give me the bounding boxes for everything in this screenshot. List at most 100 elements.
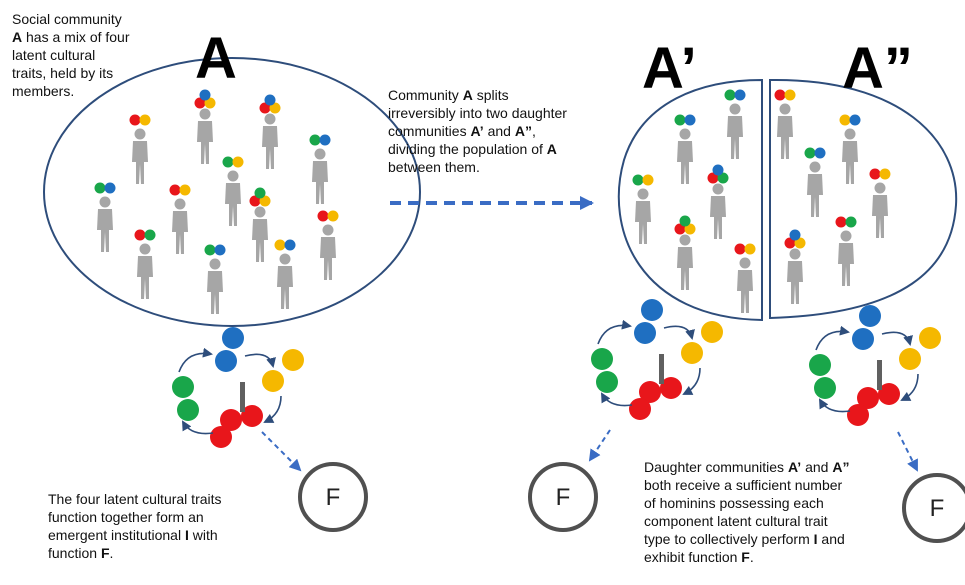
institution-a-prime-blue-node <box>634 322 656 344</box>
hominin-figure-8 <box>137 243 153 299</box>
hominin-figure-5 <box>97 196 113 252</box>
split-line-0: Community A splits <box>388 87 509 103</box>
text-left-caption: The four latent cultural traits function… <box>48 490 222 562</box>
right-line-2: of hominins possessing each <box>644 495 824 511</box>
institution-a-cycle-arrow-1 <box>244 353 276 368</box>
hominin-figure-13 <box>727 103 743 159</box>
left-line-1: function together form an <box>48 509 204 525</box>
institution-a-prime-red-node <box>629 398 651 420</box>
trait-dots-18-yellow <box>784 89 796 101</box>
hominin-figure-12 <box>677 128 693 184</box>
institution-a-cycle-arrow-2 <box>263 395 282 423</box>
institution-a-prime-yellow-node <box>701 321 723 343</box>
right-line-3: component latent cultural trait <box>644 513 828 529</box>
trait-dots-14-green <box>632 174 644 186</box>
trait-dots-3-green <box>309 134 321 146</box>
trait-dots-3-blue <box>319 134 331 146</box>
hominin-figure-1 <box>197 108 213 164</box>
label-community-a: A <box>195 26 237 91</box>
institution-a-double-prime-red-node <box>878 383 900 405</box>
hominin-figure-16 <box>677 234 693 290</box>
institution-a-cycle-arrow-3 <box>182 420 214 435</box>
institution-a-prime-yellow-node <box>681 342 703 364</box>
institution-a-prime-red-node <box>639 381 661 403</box>
trait-dots-12-green <box>674 114 686 126</box>
function-label-a-prime: F <box>556 484 571 511</box>
trait-dots-6-red <box>169 184 181 196</box>
hominin-figure-2 <box>262 113 278 169</box>
hominin-figure-21 <box>872 182 888 238</box>
right-line-5: exhibit function F. <box>644 549 754 565</box>
institution-a-prime-blue-node <box>641 299 663 321</box>
trait-dots-22-yellow <box>794 237 806 249</box>
hominin-figure-7 <box>252 206 268 262</box>
hominin-figure-0 <box>132 128 148 184</box>
hominin-figure-15 <box>710 183 726 239</box>
trait-dots-21-yellow <box>879 168 891 180</box>
split-line-2: communities A’ and A”, <box>388 123 536 139</box>
trait-dots-10-blue <box>284 239 296 251</box>
trait-dots-7-green <box>254 187 266 199</box>
hominin-figure-14 <box>635 188 651 244</box>
hominin-figure-3 <box>312 148 328 204</box>
community-a-outline <box>43 57 421 327</box>
institution-a-prime-cycle-arrow-3 <box>601 392 633 407</box>
function-circle-a-double-prime <box>902 473 965 543</box>
institution-a-blue-node <box>215 350 237 372</box>
hominin-figure-4 <box>225 170 241 226</box>
text-split-description: Community A splits irreversibly into two… <box>388 86 567 176</box>
hominin-figure-6 <box>172 198 188 254</box>
trait-dots-18-red <box>774 89 786 101</box>
institution-a-prime-institution-bar <box>659 354 664 384</box>
intro-line-2: latent cultural <box>12 47 96 63</box>
hominin-figure-18 <box>777 103 793 159</box>
trait-dots-10-yellow <box>274 239 286 251</box>
institution-a-red-node <box>241 405 263 427</box>
trait-dots-0-red <box>129 114 141 126</box>
text-right-caption: Daughter communities A’ and A” both rece… <box>644 458 849 566</box>
institution-a-green-node <box>177 399 199 421</box>
trait-dots-13-blue <box>734 89 746 101</box>
institution-a-double-prime-green-node <box>814 377 836 399</box>
function-circle-a <box>298 462 368 532</box>
institution-a-double-prime-blue-node <box>859 305 881 327</box>
trait-dots-4-yellow <box>232 156 244 168</box>
institution-a-cycle-arrow-4 <box>178 347 213 373</box>
trait-dots-5-blue <box>104 182 116 194</box>
right-line-4: type to collectively perform I and <box>644 531 845 547</box>
trait-dots-12-blue <box>684 114 696 126</box>
split-line-3: dividing the population of A <box>388 141 557 157</box>
intro-line-1: A has a mix of four <box>12 29 130 45</box>
left-line-2: emergent institutional I with <box>48 527 218 543</box>
trait-dots-22-red <box>784 237 796 249</box>
trait-dots-17-yellow <box>744 243 756 255</box>
trait-dots-13-green <box>724 89 736 101</box>
trait-dots-7-yellow <box>259 195 271 207</box>
trait-dots-21-red <box>869 168 881 180</box>
institution-a-double-prime-red-node <box>847 404 869 426</box>
institution-a-red-node <box>210 426 232 448</box>
function-circle-a-prime <box>528 462 598 532</box>
dashed-arrow-a-double-prime <box>897 431 918 472</box>
trait-dots-4-green <box>222 156 234 168</box>
function-label-a-double-prime: F <box>930 495 945 522</box>
hominin-figure-19 <box>842 128 858 184</box>
institution-a-double-prime-yellow-node <box>919 327 941 349</box>
trait-dots-6-yellow <box>179 184 191 196</box>
trait-dots-8-green <box>144 229 156 241</box>
institution-a-double-prime-yellow-node <box>899 348 921 370</box>
institution-a-prime-cycle-arrow-4 <box>597 319 632 345</box>
institution-a-prime-cycle-arrow-1 <box>663 325 695 340</box>
community-a-prime-outline <box>617 78 763 322</box>
trait-dots-9-green <box>204 244 216 256</box>
hominin-figure-17 <box>737 257 753 313</box>
hominin-figure-20 <box>807 161 823 217</box>
institution-a-double-prime-red-node <box>857 387 879 409</box>
label-community-a-double-prime: A” <box>842 36 913 101</box>
trait-dots-22-blue <box>789 229 801 241</box>
intro-line-0: Social community <box>12 11 122 27</box>
institution-a-double-prime-green-node <box>809 354 831 376</box>
institution-a-prime-cycle-arrow-2 <box>682 367 701 395</box>
trait-dots-8-red <box>134 229 146 241</box>
